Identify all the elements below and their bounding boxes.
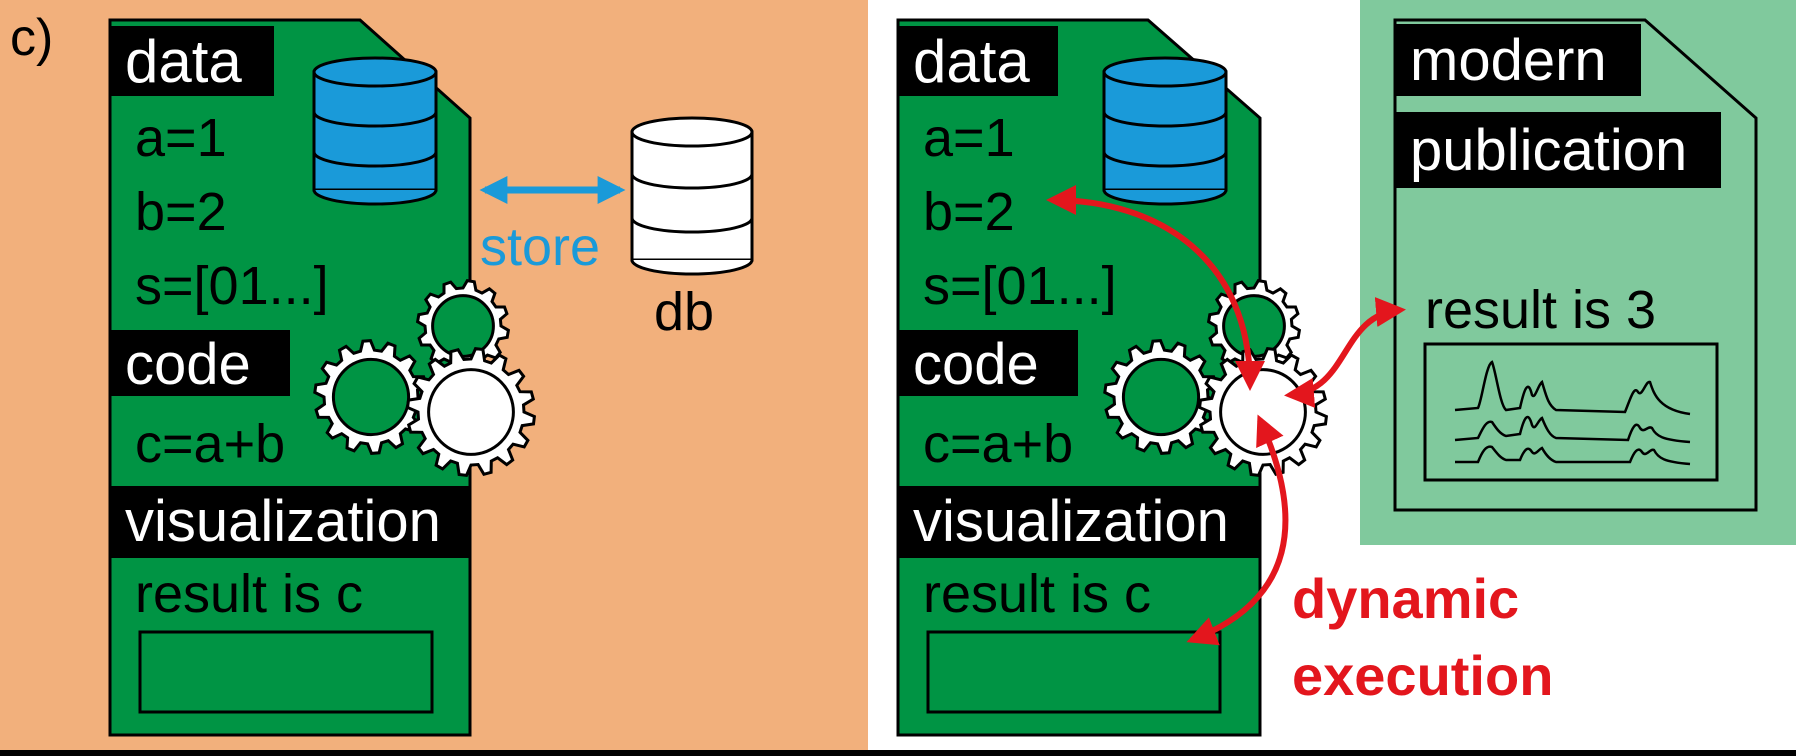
gear-hub	[331, 357, 411, 437]
right-result-plot-box	[926, 630, 1222, 714]
left-data-header: data	[125, 28, 242, 95]
left-data-header-bg	[110, 26, 274, 96]
right-data-line-s: s=[01...]	[923, 256, 1117, 316]
publication-plot-box	[1423, 342, 1719, 482]
panel-label: c)	[10, 9, 53, 67]
left-visualization-header-bg	[110, 486, 470, 558]
right-visualization-header: visualization	[913, 489, 1229, 554]
store-label: store	[480, 217, 600, 277]
arrow-b-to-gear	[1046, 185, 1265, 391]
right-data-line-a: a=1	[923, 108, 1015, 168]
left-medium-gear-icon	[313, 339, 429, 455]
publication-title-line1-bg	[1395, 24, 1641, 96]
right-result-text: result is c	[923, 564, 1151, 624]
dynamic-label-line2: execution	[1292, 644, 1553, 707]
dynamic-execution-arrows	[1046, 185, 1406, 646]
external-database-icon	[630, 116, 754, 276]
right-code-line: c=a+b	[923, 414, 1073, 474]
right-notebook-database-icon	[1102, 56, 1228, 206]
publication-title-line2-bg	[1395, 112, 1721, 188]
left-data-line-s: s=[01...]	[135, 256, 329, 316]
right-data-header: data	[913, 28, 1030, 95]
left-code-line: c=a+b	[135, 414, 285, 474]
left-code-header-bg	[110, 330, 290, 396]
store-connection: store	[479, 176, 626, 277]
right-data-header-bg	[898, 26, 1058, 96]
gear-hub	[427, 368, 515, 456]
modern-publication: modern publication result is 3	[1393, 18, 1758, 512]
left-result-plot-box	[138, 630, 434, 714]
gear-hub	[1121, 357, 1201, 437]
publication-result-text: result is 3	[1425, 280, 1656, 340]
left-notebook-database-icon	[312, 56, 438, 206]
dynamic-label-line1: dynamic	[1292, 567, 1519, 630]
publication-title-line2: publication	[1410, 118, 1687, 183]
right-code-header: code	[913, 332, 1039, 397]
right-data-line-b: b=2	[923, 182, 1015, 242]
left-large-gear-icon	[405, 346, 537, 478]
gear-hub	[1219, 368, 1307, 456]
left-code-header: code	[125, 332, 251, 397]
gear-hub	[431, 294, 495, 358]
arrow-gear-to-result	[1186, 414, 1289, 646]
left-visualization-header: visualization	[125, 489, 441, 554]
db-label: db	[654, 282, 714, 342]
bottom-border	[0, 750, 1796, 756]
left-data-line-a: a=1	[135, 108, 227, 168]
arrow-gear-to-publication	[1284, 297, 1406, 408]
left-small-gear-icon	[415, 278, 511, 374]
left-notebook: data a=1 b=2 s=[01...] code c=a+b visual…	[108, 18, 537, 737]
left-result-text: result is c	[135, 564, 363, 624]
publication-title-line1: modern	[1410, 28, 1607, 93]
publication-plot-icon	[1454, 360, 1691, 466]
left-data-line-b: b=2	[135, 182, 227, 242]
